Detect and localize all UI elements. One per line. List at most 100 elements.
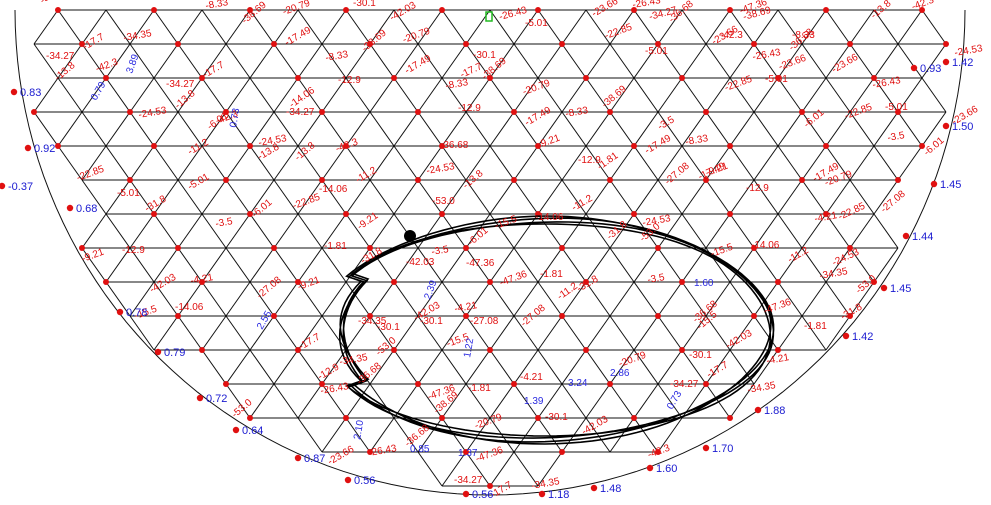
- boundary-value-label: 0.64: [242, 425, 263, 437]
- mesh-node: [775, 279, 781, 285]
- mesh-node: [823, 143, 829, 149]
- load-label: -22.85: [75, 164, 106, 184]
- mesh-node: [727, 415, 733, 421]
- mesh-node: [223, 381, 229, 387]
- load-label: -15.5: [493, 214, 519, 232]
- mesh-node: [199, 347, 205, 353]
- mesh-node: [151, 211, 157, 217]
- load-label: -5.01: [885, 102, 908, 113]
- boundary-value-label: 1.44: [912, 231, 933, 243]
- mesh-node: [799, 177, 805, 183]
- mesh-node: [871, 279, 877, 285]
- boundary-value-label: 1.45: [940, 179, 961, 191]
- trace-path: [338, 215, 775, 445]
- load-label: -9.21: [355, 210, 380, 232]
- load-label: -17.49: [283, 25, 313, 49]
- load-label: -23.66: [777, 53, 808, 73]
- mesh-node: [463, 245, 469, 251]
- load-label: -24.53: [138, 105, 168, 121]
- load-label: -24.53: [954, 43, 984, 59]
- mesh-node: [655, 313, 661, 319]
- load-label: -42.3: [720, 30, 743, 41]
- inner-value-label: 0.73: [228, 107, 242, 129]
- load-label: -42.3: [334, 137, 360, 155]
- mesh-node: [823, 7, 829, 13]
- mesh-node: [415, 381, 421, 387]
- load-label: -24.53: [426, 161, 456, 177]
- load-label: -3.5: [887, 130, 906, 144]
- boundary-value-label: 0.68: [76, 203, 97, 215]
- load-label: -4.21: [454, 300, 479, 315]
- mesh-node: [847, 41, 853, 47]
- boundary-node: [462, 490, 470, 498]
- boundary-node: [294, 454, 302, 462]
- load-label: -47.36: [474, 445, 505, 465]
- boundary-node: [902, 232, 910, 240]
- boundary-value-label: 0.93: [920, 63, 941, 75]
- boundary-value-label: 1.88: [764, 405, 785, 417]
- load-label: -17.7: [81, 31, 107, 52]
- mesh-node: [439, 143, 445, 149]
- inner-value-label: 0.85: [410, 444, 430, 455]
- load-label: -30.1: [353, 0, 376, 9]
- load-label: -30.1: [545, 412, 568, 423]
- mesh-node: [247, 143, 253, 149]
- load-label: -4.21: [520, 372, 543, 383]
- inner-value-label: 1.39: [524, 396, 544, 407]
- load-label: -8.33: [792, 30, 815, 41]
- mesh-node: [559, 449, 565, 455]
- load-label: -34.27: [46, 51, 75, 62]
- mesh-node: [487, 347, 493, 353]
- load-label: -42.3: [646, 443, 672, 461]
- mesh-node: [583, 75, 589, 81]
- mesh-node: [751, 245, 757, 251]
- mesh-node: [655, 245, 661, 251]
- load-label: -42.03: [406, 257, 435, 268]
- load-label: -27.08: [879, 188, 908, 215]
- mesh-node: [199, 75, 205, 81]
- boundary-value-label: 1.18: [548, 489, 569, 501]
- load-label: -8.33: [205, 0, 230, 12]
- load-label: -8.33: [325, 49, 350, 64]
- mesh-node: [199, 279, 205, 285]
- load-label: -17.7: [201, 59, 227, 80]
- boundary-value-label: 0.56: [472, 489, 493, 501]
- mesh-node: [487, 483, 493, 489]
- mesh-node: [367, 245, 373, 251]
- boundary-node: [880, 284, 888, 292]
- boundary-node: [646, 464, 654, 472]
- load-label: -15.5: [709, 242, 735, 260]
- load-label: -27.08: [663, 160, 692, 187]
- load-label: -42.03: [148, 272, 178, 296]
- mesh-node: [775, 75, 781, 81]
- load-label: -20.79: [281, 0, 312, 18]
- boundary-value-label: 1.60: [656, 463, 677, 475]
- load-label: -24.53: [258, 133, 288, 149]
- load-label: -12.9: [458, 103, 481, 114]
- mesh-node: [103, 75, 109, 81]
- mesh-node: [343, 211, 349, 217]
- load-label: -4.21: [814, 210, 839, 225]
- boundary-value-label: 0.79: [164, 347, 185, 359]
- mesh-node: [727, 143, 733, 149]
- mesh-node: [679, 75, 685, 81]
- load-label: -4.21: [190, 272, 215, 287]
- mesh-node: [679, 347, 685, 353]
- load-label: -36.68: [667, 0, 696, 25]
- mesh-node: [943, 41, 949, 47]
- boundary-value-label: 1.42: [852, 331, 873, 343]
- boundary-value-label: 1.45: [890, 283, 911, 295]
- load-label: -17.49: [403, 53, 433, 77]
- load-label: -14.06: [751, 240, 780, 251]
- load-label: -34.35: [819, 266, 849, 282]
- loop-trace: [338, 215, 775, 445]
- top-marker: [485, 11, 493, 22]
- load-label: -12.9: [316, 361, 342, 382]
- mesh-node: [703, 381, 709, 387]
- inner-value-labels: 0.793.241.392.861.601.222.393.892.550.73…: [89, 53, 714, 459]
- load-label: -3.5: [215, 216, 234, 230]
- mesh-node: [607, 177, 613, 183]
- mesh-node: [271, 313, 277, 319]
- load-label: -27.08: [255, 274, 284, 301]
- inner-value-label: 1.22: [462, 337, 476, 359]
